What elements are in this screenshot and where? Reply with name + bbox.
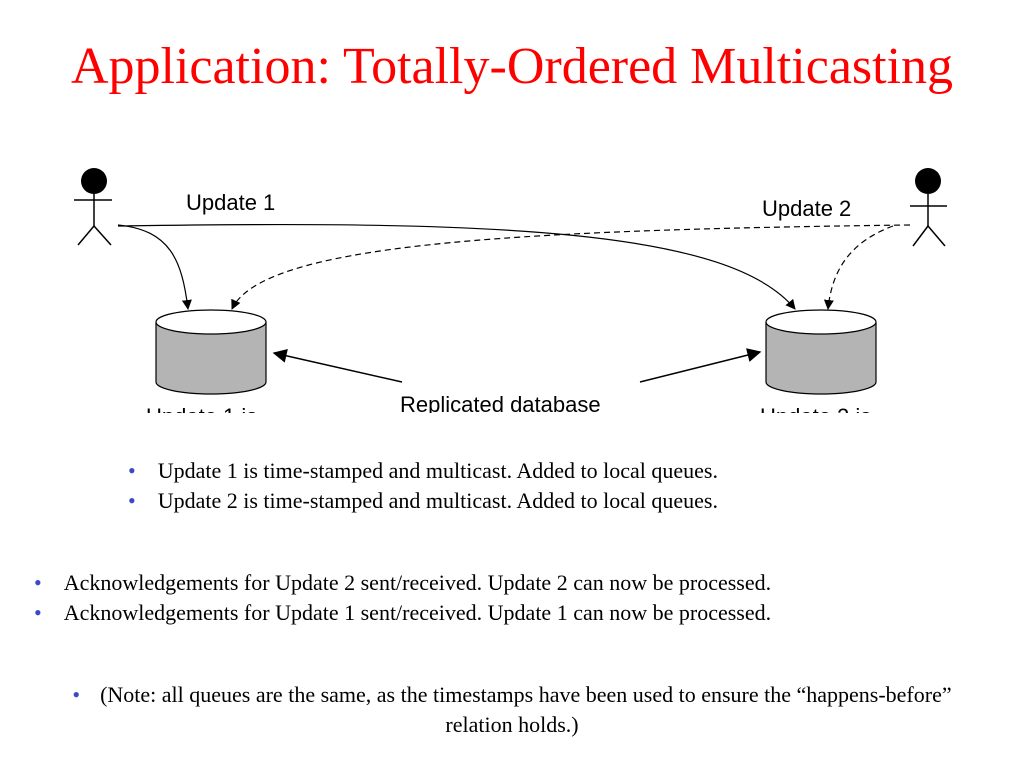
replicated-database-label: Replicated database xyxy=(400,392,601,415)
left-database-cylinder xyxy=(155,309,267,395)
bullet-dot-icon: • xyxy=(128,458,136,483)
person-icon xyxy=(74,168,112,246)
bullet-group-acknowledgements: • Acknowledgements for Update 2 sent/rece… xyxy=(0,568,1024,628)
bullet-dot-icon: • xyxy=(128,488,136,513)
bullet-text: (Note: all queues are the same, as the t… xyxy=(100,682,952,737)
update1-local-arrow xyxy=(117,224,192,310)
bullet-item: • (Note: all queues are the same, as the … xyxy=(0,680,1024,740)
replicated-arrow-left xyxy=(272,348,403,383)
multicast-diagram: Update 1 Update 2 Replicated database Up… xyxy=(74,168,947,415)
bullet-dot-icon: • xyxy=(34,600,42,625)
bullet-dot-icon: • xyxy=(34,570,42,595)
right-database-cylinder xyxy=(765,309,877,395)
bullet-group-updates: • Update 1 is time-stamped and multicast.… xyxy=(0,456,1024,516)
right-cylinder-caption: Update 2 is xyxy=(760,404,871,415)
bullet-item: • Update 2 is time-stamped and multicast.… xyxy=(0,486,1024,516)
update2-local-arrow xyxy=(823,225,894,310)
replicated-arrow-right xyxy=(639,348,762,383)
bullet-text: Update 2 is time-stamped and multicast. … xyxy=(157,488,718,513)
bullet-group-note: • (Note: all queues are the same, as the … xyxy=(0,680,1024,740)
update1-label: Update 1 xyxy=(186,190,275,215)
bullet-item: • Acknowledgements for Update 1 sent/rece… xyxy=(0,598,1024,628)
person-icon xyxy=(910,168,947,247)
slide-title: Application: Totally-Ordered Multicastin… xyxy=(70,38,954,95)
update1-remote-arrow xyxy=(117,223,796,310)
left-cylinder-caption: Update 1 is xyxy=(146,404,257,415)
bullet-item: • Update 1 is time-stamped and multicast.… xyxy=(0,456,1024,486)
update2-label: Update 2 xyxy=(762,196,851,221)
bullet-text: Update 1 is time-stamped and multicast. … xyxy=(157,458,718,483)
bullet-text: Acknowledgements for Update 2 sent/recei… xyxy=(63,570,772,595)
bullet-item: • Acknowledgements for Update 2 sent/rece… xyxy=(0,568,1024,598)
update2-remote-arrow xyxy=(231,224,911,310)
bullet-text: Acknowledgements for Update 1 sent/recei… xyxy=(63,600,772,625)
bullet-dot-icon: • xyxy=(72,682,81,707)
